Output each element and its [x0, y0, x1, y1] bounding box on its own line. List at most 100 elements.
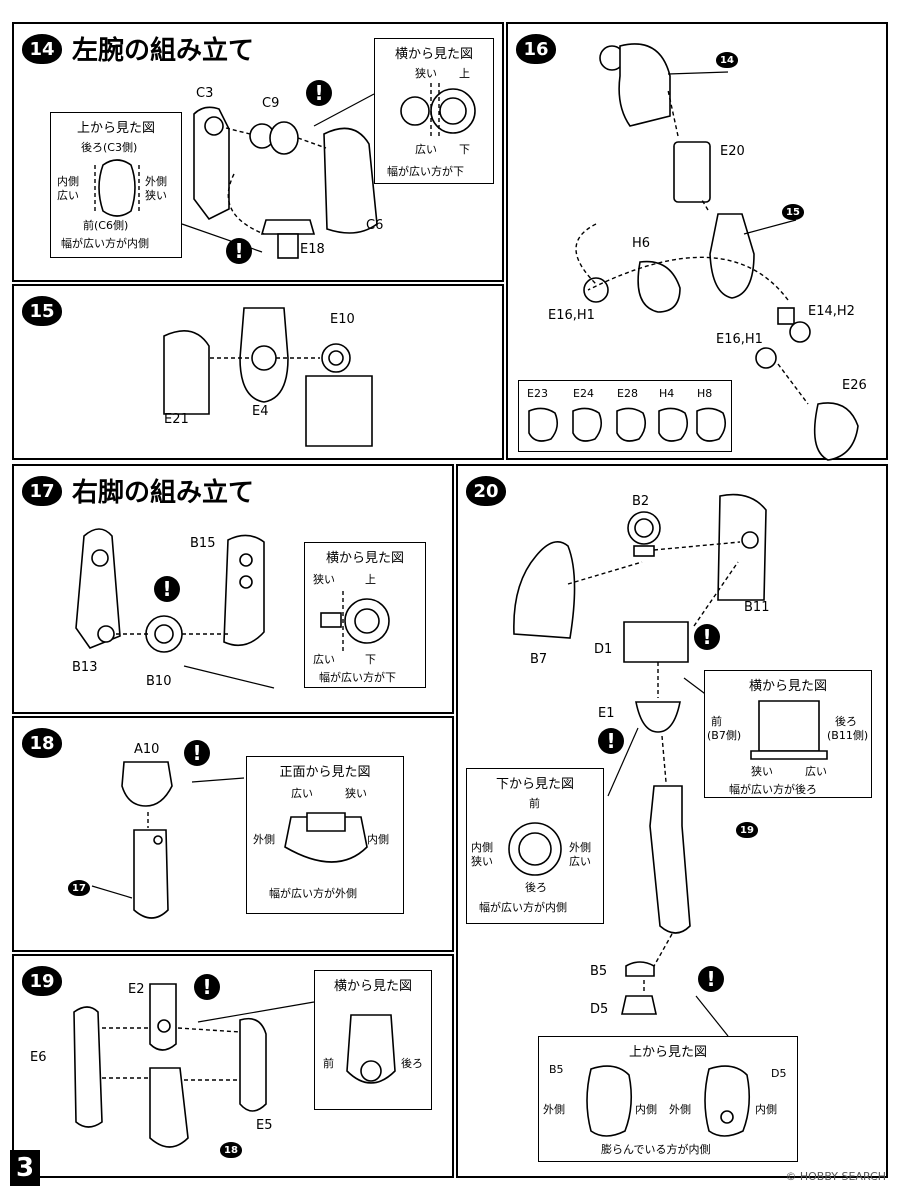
wide-label: 広い	[569, 855, 591, 868]
step-18-drawing	[91, 761, 245, 919]
hands-note: E23 E24 E28 H4 H8	[518, 380, 732, 452]
ref-14-badge: 14	[716, 52, 738, 68]
step-14-side-view-note: 横から見た図 狭い 上 広い 下 幅が広い方が下	[374, 38, 494, 184]
inner-label-2: 内側	[755, 1103, 777, 1116]
wide-label: 広い	[415, 143, 437, 156]
step-20-side-view-note: 横から見た図 前 (B7側) 後ろ (B11側) 狭い 広い 幅が広い方が後ろ	[704, 670, 872, 798]
back-label: 後ろ	[401, 1057, 423, 1070]
part-e4: E4	[252, 404, 269, 419]
part-b7: B7	[530, 652, 548, 667]
part-d1: D1	[594, 642, 613, 657]
up-label: 上	[365, 573, 376, 586]
step-16-drawing	[575, 43, 859, 461]
back-sub-label: (B11側)	[827, 729, 869, 742]
inner-label: 内側	[57, 175, 79, 188]
inner-label: 内側	[367, 833, 389, 846]
down-label: 下	[365, 653, 376, 666]
step-20-drawing	[513, 493, 767, 1037]
part-d5-label: D5	[771, 1067, 787, 1080]
front-label: 前	[711, 715, 722, 728]
step-18-panel: 18 17 A10 ! 正面から見た図 広い 狭い 外側 内側 幅が広い方が外側	[12, 716, 454, 952]
side-view-drawing	[320, 591, 390, 651]
front-label: 前	[529, 797, 540, 810]
outer-label: 外側	[145, 175, 167, 188]
step-17-side-view-note: 横から見た図 狭い 上 広い 下 幅が広い方が下	[304, 542, 426, 688]
outer-label: 外側	[543, 1103, 565, 1116]
part-e26: E26	[842, 378, 867, 393]
hand-e23: E23	[527, 387, 548, 400]
step-20-panel: 20 19 B2 B11 B7 D1 E1 B5 D5	[456, 464, 888, 1178]
rule-label: 幅が広い方が後ろ	[729, 783, 817, 796]
side-view-drawing	[400, 83, 476, 137]
part-b13: B13	[72, 660, 98, 675]
step-14-panel: 14 左腕の組み立て C3 C9 C6 E18 ! ! 上から見た図 後ろ(C3…	[12, 22, 504, 282]
warning-icon: !	[154, 576, 180, 602]
side-view-drawing	[750, 700, 828, 760]
rule-label: 膨らんでいる方が内側	[601, 1143, 711, 1156]
step-17-badge: 17	[22, 476, 62, 506]
side-view-title: 横から見た図	[394, 47, 473, 62]
top-view-drawing	[586, 1065, 751, 1137]
step-20-top-view-note: 上から見た図 B5 D5 外側 内側 外側 内側 膨らんでいる方が内側	[538, 1036, 798, 1162]
step-20-bottom-view-note: 下から見た図 前 内側 狭い 外側 広い 後ろ 幅が広い方が内側	[466, 768, 604, 924]
part-a10: A10	[134, 742, 160, 757]
side-view-title: 横から見た図	[748, 679, 827, 694]
warning-icon: !	[306, 80, 332, 106]
step-17-panel: 17 右脚の組み立て B15 B13 B10 ! 横から見た図 狭い 上 広い …	[12, 464, 454, 714]
page-number: 3	[10, 1150, 40, 1186]
wide-label: 広い	[57, 189, 79, 202]
back-label: 後ろ	[835, 715, 857, 728]
part-e6: E6	[30, 1050, 47, 1065]
step-18-front-view-note: 正面から見た図 広い 狭い 外側 内側 幅が広い方が外側	[246, 756, 404, 914]
step-14-title: 左腕の組み立て	[72, 36, 255, 66]
down-label: 下	[459, 143, 470, 156]
side-view-drawing	[346, 1014, 396, 1084]
rule-label: 幅が広い方が内側	[479, 901, 567, 914]
step-15-badge: 15	[22, 296, 62, 326]
bottom-view-title: 下から見た図	[495, 777, 574, 792]
rule-label: 幅が広い方が外側	[269, 887, 357, 900]
part-e21: E21	[164, 412, 189, 427]
outer-label: 外側	[253, 833, 275, 846]
step-15-drawing	[163, 307, 373, 447]
part-e20: E20	[720, 144, 745, 159]
front-label: 前(C6側)	[83, 219, 129, 232]
hand-e28: E28	[617, 387, 638, 400]
ref-15-badge: 15	[782, 204, 804, 220]
part-e14-h2: E14,H2	[808, 304, 855, 319]
wide-label: 広い	[313, 653, 335, 666]
rule-label: 幅が広い方が内側	[61, 237, 149, 250]
front-label: 前	[323, 1057, 334, 1070]
part-e16-h1-a: E16,H1	[548, 308, 595, 323]
narrow-label: 狭い	[345, 787, 367, 800]
inner-label: 内側	[471, 841, 493, 854]
ref-18-badge: 18	[220, 1142, 242, 1158]
part-b5-label: B5	[549, 1063, 564, 1076]
narrow-label: 狭い	[313, 573, 335, 586]
step-19-drawing	[73, 983, 315, 1148]
step-19-badge: 19	[22, 966, 62, 996]
part-e16-h1-b: E16,H1	[716, 332, 763, 347]
top-view-title: 上から見た図	[628, 1045, 707, 1060]
warning-icon: !	[194, 974, 220, 1000]
part-h6: H6	[632, 236, 651, 251]
ref-17-badge: 17	[68, 880, 90, 896]
step-17-drawing	[75, 528, 275, 689]
part-b10: B10	[146, 674, 172, 689]
part-b15: B15	[190, 536, 216, 551]
outer-label-2: 外側	[669, 1103, 691, 1116]
part-e1: E1	[598, 706, 615, 721]
part-e10: E10	[330, 312, 355, 327]
top-view-drawing	[94, 159, 140, 217]
back-label: 後ろ(C3側)	[81, 141, 138, 154]
warning-icon: !	[184, 740, 210, 766]
step-19-side-view-note: 横から見た図 前 後ろ	[314, 970, 432, 1110]
hand-e24: E24	[573, 387, 594, 400]
part-b5: B5	[590, 964, 608, 979]
rule-label: 幅が広い方が下	[387, 165, 464, 178]
step-18-badge: 18	[22, 728, 62, 758]
rule-label: 幅が広い方が下	[319, 671, 396, 684]
outer-label: 外側	[569, 841, 591, 854]
front-sub-label: (B7側)	[707, 729, 742, 742]
part-c3: C3	[196, 86, 214, 101]
